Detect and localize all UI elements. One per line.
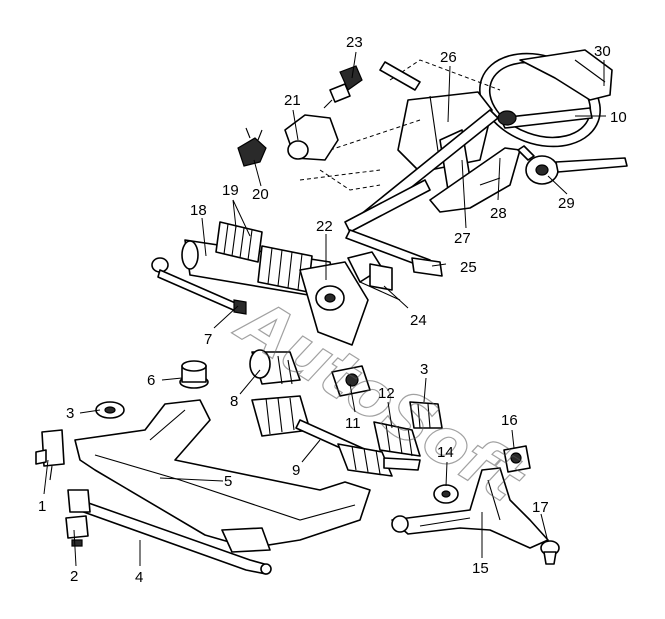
callout-2: 2 [70, 568, 78, 585]
callout-25: 25 [460, 259, 477, 276]
callout-26: 26 [440, 49, 457, 66]
leader-lines [43, 51, 606, 567]
callout-23: 23 [346, 34, 363, 51]
steering-rack [181, 221, 369, 346]
bushing-6 [179, 360, 209, 389]
callout-22: 22 [316, 218, 333, 235]
steering-linkage [345, 229, 443, 301]
callout-27: 27 [454, 230, 471, 247]
steering-wheel [479, 49, 613, 148]
combination-switch [517, 145, 628, 185]
callout-1: 1 [38, 498, 46, 515]
drive-shaft [251, 395, 421, 477]
callout-20: 20 [252, 186, 269, 203]
callout-30: 30 [594, 43, 611, 60]
callout-labels: 1 2 3 3 4 5 6 7 8 9 10 11 12 14 15 16 17… [38, 34, 627, 586]
callout-12: 12 [378, 385, 395, 402]
callout-3a: 3 [66, 405, 74, 422]
bushing-11 [331, 365, 371, 397]
stabilizer-link-2 [65, 515, 89, 547]
rack-boot-left [215, 221, 263, 263]
ignition-lock [284, 114, 381, 191]
tie-rod [151, 257, 247, 315]
callout-10: 10 [610, 109, 627, 126]
callout-24: 24 [410, 312, 427, 329]
callout-21: 21 [284, 92, 301, 109]
bushing-16 [503, 445, 531, 473]
lock-bracket [237, 127, 267, 167]
callout-17: 17 [532, 499, 549, 516]
stabilizer-link-1 [35, 429, 65, 481]
callout-16: 16 [501, 412, 518, 429]
subframe [74, 399, 371, 553]
callout-7: 7 [204, 331, 212, 348]
bushing-8 [249, 349, 301, 385]
callout-15: 15 [472, 560, 489, 577]
anti-roll-bar [67, 489, 272, 575]
column-bracket [429, 147, 521, 213]
callout-6: 6 [147, 372, 155, 389]
bushing-3 [95, 401, 125, 419]
callout-5: 5 [224, 473, 232, 490]
callout-3b: 3 [420, 361, 428, 378]
callout-18: 18 [190, 202, 207, 219]
callout-19: 19 [222, 182, 239, 199]
callout-28: 28 [490, 205, 507, 222]
ignition-key-switch [323, 65, 363, 109]
callout-14: 14 [437, 444, 454, 461]
ball-joint [540, 540, 560, 565]
callout-9: 9 [292, 462, 300, 479]
callout-11: 11 [345, 415, 361, 432]
lower-control-arm [391, 467, 549, 549]
callout-8: 8 [230, 393, 238, 410]
bushing-12 [373, 421, 421, 457]
bushing-13 [409, 401, 443, 429]
callout-29: 29 [558, 195, 575, 212]
callout-4: 4 [135, 569, 143, 586]
